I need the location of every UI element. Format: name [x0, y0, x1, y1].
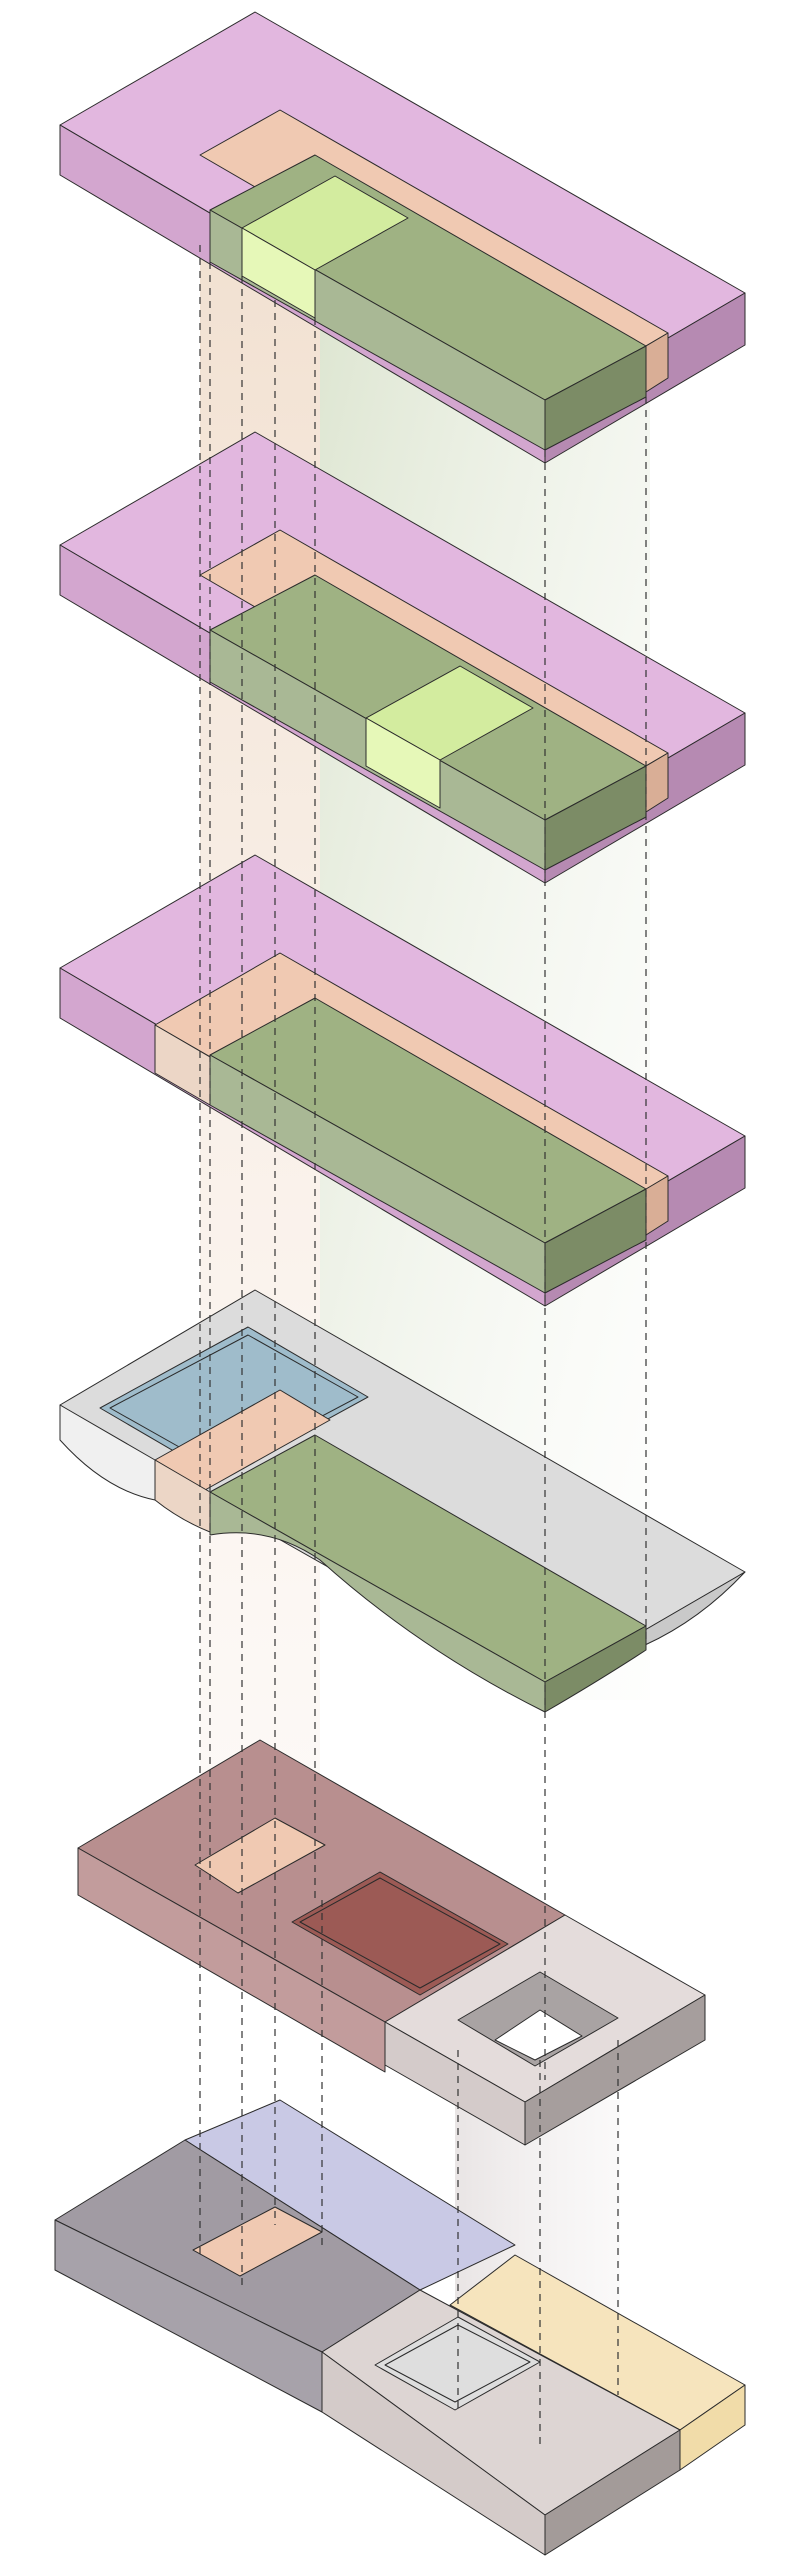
green-volume-side: [544, 1188, 647, 1294]
green-strip-front: [209, 1491, 546, 1713]
layer-entry-level: [59, 1289, 746, 1713]
layer-base: [54, 2099, 746, 2556]
projection-lines: [199, 245, 647, 2450]
core-block-side: [524, 1994, 706, 2146]
skylight-inner: [384, 2324, 531, 2403]
layer-lower-floor: [59, 854, 746, 1307]
lightgreen-block-front: [365, 717, 441, 809]
layer-middle-floor: [59, 431, 746, 884]
service-block-side: [544, 2429, 681, 2556]
peach-stair-opening: [194, 1817, 326, 1894]
green-strip-side: [544, 1625, 647, 1713]
layer-podium: [77, 1739, 706, 2146]
layer-upper-floor: [59, 11, 746, 464]
dark-red-room-top: [291, 1871, 509, 1996]
podium-slab-front: [77, 1847, 386, 2073]
dark-red-room-edge: [299, 1877, 501, 1989]
core-void: [494, 2009, 583, 2061]
